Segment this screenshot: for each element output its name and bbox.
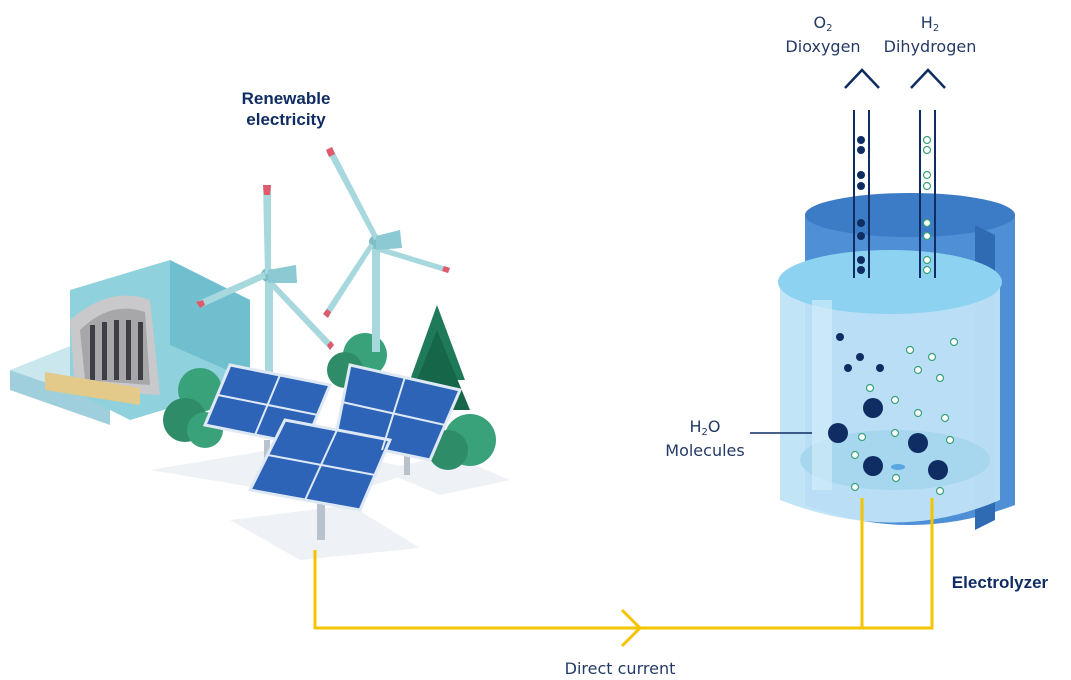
- hydrogen-bubbles: [922, 135, 932, 275]
- o2-symbol: O: [813, 13, 827, 32]
- h2o-subscript: 2: [701, 427, 708, 438]
- hydrogen-formula: H2: [880, 14, 980, 38]
- renewable-line-1: Renewable: [241, 89, 331, 108]
- molecules-name: Molecules: [665, 441, 745, 460]
- electrolyzer-label: Electrolyzer: [951, 573, 1049, 592]
- h2o-molecules-label: H2O Molecules: [655, 418, 755, 460]
- direct-current-label: Direct current: [564, 659, 676, 678]
- direct-current-wire: [313, 498, 934, 648]
- renewable-electricity-label: Renewable electricity: [226, 88, 346, 130]
- wind-turbine-left: [196, 185, 334, 425]
- wind-turbine-right: [323, 147, 450, 352]
- h2o-formula: H2O: [655, 418, 755, 442]
- oxygen-label: O2 Dioxygen: [778, 14, 868, 56]
- hydrogen-label: H2 Dihydrogen: [880, 14, 980, 56]
- hydrogen-name: Dihydrogen: [883, 37, 977, 56]
- h2o-h: H: [689, 417, 702, 436]
- o2-subscript: 2: [826, 23, 833, 34]
- oxygen-name: Dioxygen: [785, 37, 861, 56]
- gas-tubes: [853, 110, 936, 278]
- h2-subscript: 2: [932, 23, 940, 34]
- h2-symbol: H: [920, 13, 933, 32]
- oxygen-bubbles: [857, 136, 865, 274]
- solar-panels-illustration: [202, 363, 463, 540]
- oxygen-formula: O2: [778, 14, 868, 38]
- renewable-line-2: electricity: [246, 110, 326, 129]
- outlet-arrows: [844, 68, 946, 89]
- water-molecules: [828, 333, 959, 496]
- h2o-o: O: [707, 417, 721, 436]
